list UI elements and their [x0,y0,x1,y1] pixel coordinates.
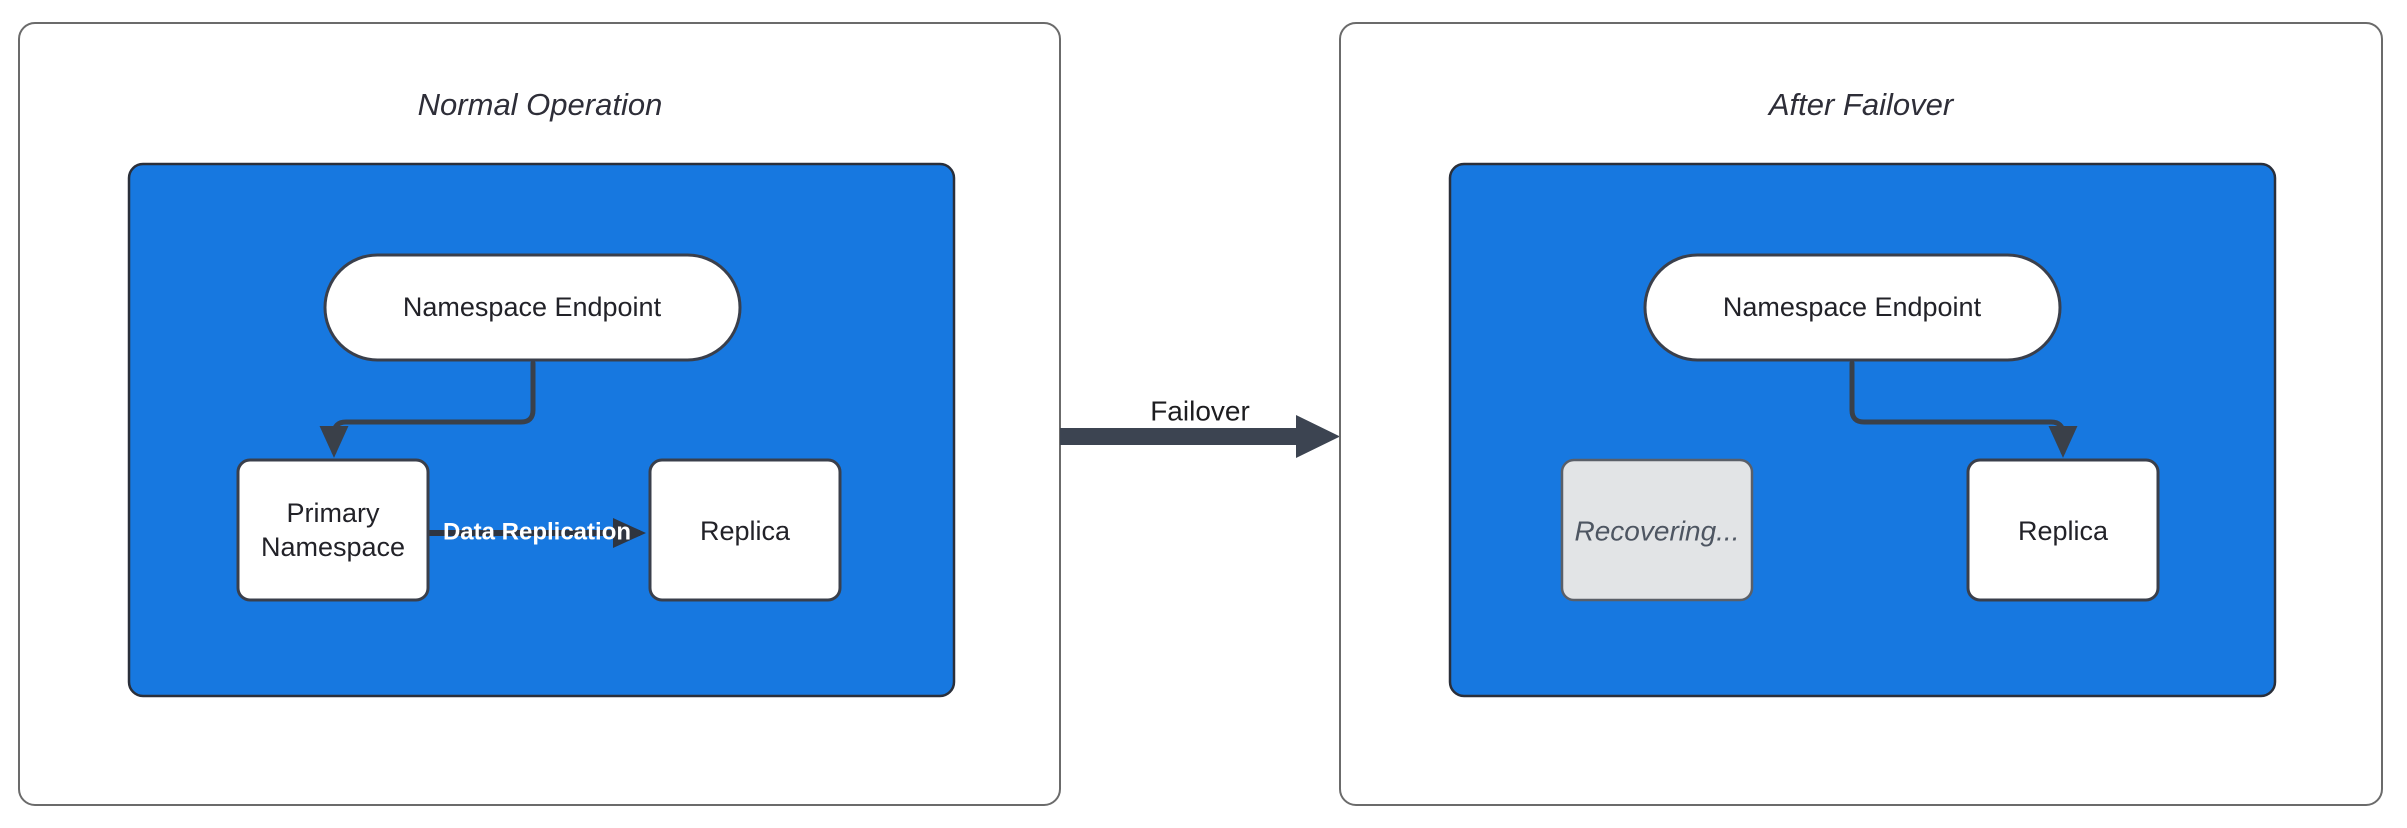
node-shape-replica-right [1966,458,2160,602]
zone-after-failover [1448,162,2277,698]
node-label-namespace-endpoint-left: Namespace Endpoint [403,292,662,322]
node-label-primary-namespace-line2: Namespace [261,532,405,562]
transition-arrow-failover [1060,415,1340,458]
node-label-recovering-namespace: Recovering... [1575,515,1740,546]
panel-title-normal-operation: Normal Operation [418,87,663,122]
node-shape-namespace-endpoint-right [1643,253,2062,362]
transition-label-failover: Failover [1150,395,1250,426]
edge-endpoint-to-primary [319,360,536,458]
node-recovering-namespace[interactable]: Recovering... [1560,458,1754,602]
node-replica-left[interactable]: Replica [648,458,842,602]
zone-normal-operation [127,162,956,698]
panel-after-failover: After Failover Namespace Endpoint Recove… [1339,22,2383,806]
panel-normal-operation: Normal Operation Namespace Endpoint Prim… [18,22,1061,806]
node-namespace-endpoint-right[interactable]: Namespace Endpoint [1643,253,2062,362]
node-namespace-endpoint-left[interactable]: Namespace Endpoint [323,253,742,362]
node-shape-namespace-endpoint-left [323,253,742,362]
edge-endpoint-to-replica [1849,360,2078,458]
edge-label-data-replication: Data Replication [443,518,631,545]
node-label-primary-namespace-line1: Primary [287,498,380,528]
node-primary-namespace[interactable]: Primary Namespace [236,458,430,602]
node-shape-primary-namespace [236,458,430,602]
node-label-replica-right: Replica [2018,516,2109,546]
node-label-replica-left: Replica [700,516,791,546]
node-replica-right[interactable]: Replica [1966,458,2160,602]
node-shape-replica-left [648,458,842,602]
node-shape-recovering-namespace [1560,458,1754,602]
transition-failover: Failover [1060,395,1340,458]
node-label-namespace-endpoint-right: Namespace Endpoint [1723,292,1982,322]
panel-title-after-failover: After Failover [1767,87,1955,122]
